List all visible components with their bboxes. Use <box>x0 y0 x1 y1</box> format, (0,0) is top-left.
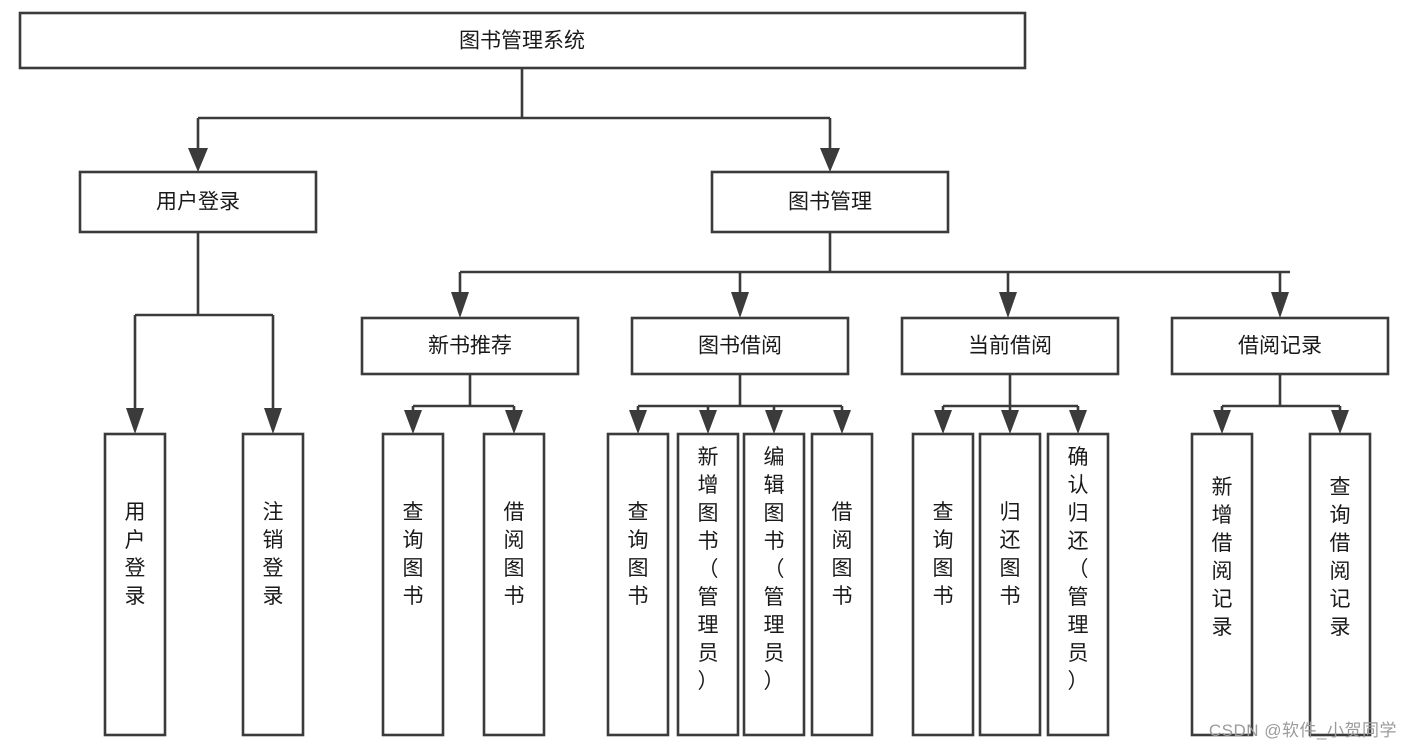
node-leaf-user-logout[interactable]: 注销登录 <box>241 432 305 737</box>
node-leaf-borrow-book-2-label: 借阅图书 <box>832 501 853 608</box>
node-leaf-user-login[interactable]: 用户登录 <box>103 432 167 737</box>
connector-book-manage-to-level3 <box>451 232 1290 318</box>
node-leaf-query-book-1-box[interactable] <box>381 432 445 737</box>
node-leaf-borrow-book-1-label: 借阅图书 <box>504 501 525 608</box>
node-book-manage-label: 图书管理 <box>788 191 872 214</box>
node-borrow-record-box[interactable] <box>1170 316 1390 376</box>
node-leaf-query-book-2[interactable]: 查询图书 <box>606 432 670 737</box>
node-user-login-label: 用户登录 <box>156 191 240 214</box>
arrow-head-leaf-query-book-3 <box>934 410 952 434</box>
node-leaf-confirm-return[interactable]: 确认归还（管理员） <box>1046 432 1110 737</box>
node-leaf-return-book[interactable]: 归还图书 <box>978 432 1042 737</box>
arrow-head-leaf-borrow-book-1 <box>505 410 523 434</box>
node-book-manage[interactable]: 图书管理 <box>710 170 950 234</box>
node-leaf-query-book-3-box[interactable] <box>911 432 975 737</box>
node-leaf-add-book-label: 新增图书（管理员） <box>698 446 719 693</box>
node-leaf-query-record[interactable]: 查询借阅记录 <box>1308 432 1372 737</box>
node-leaf-query-record-label: 查询借阅记录 <box>1330 476 1351 639</box>
node-leaf-edit-book-label: 编辑图书（管理员） <box>764 446 785 693</box>
node-current-borrow-box[interactable] <box>900 316 1120 376</box>
node-user-login-box[interactable] <box>78 170 318 234</box>
connector-new-book-recommend-to-leaves <box>404 374 523 434</box>
arrow-head-leaf-query-record <box>1331 410 1349 434</box>
node-new-book-recommend-box[interactable] <box>360 316 580 376</box>
node-leaf-query-book-2-box[interactable] <box>606 432 670 737</box>
node-leaf-edit-book[interactable]: 编辑图书（管理员） <box>742 432 806 737</box>
arrow-head-leaf-add-book <box>699 410 717 434</box>
node-leaf-confirm-return-box[interactable] <box>1046 432 1110 737</box>
node-borrow-record[interactable]: 借阅记录 <box>1170 316 1390 376</box>
node-leaf-borrow-book-1-box[interactable] <box>482 432 546 737</box>
csdn-watermark: CSDN @软件_小贺同学 <box>1208 721 1397 740</box>
node-leaf-add-record-box[interactable] <box>1190 432 1254 737</box>
node-leaf-add-record[interactable]: 新增借阅记录 <box>1190 432 1254 737</box>
node-borrow-record-label: 借阅记录 <box>1238 335 1322 358</box>
arrow-head-leaf-edit-book <box>765 410 783 434</box>
node-current-borrow[interactable]: 当前借阅 <box>900 316 1120 376</box>
connector-current-borrow-to-leaves <box>934 374 1087 434</box>
node-leaf-add-book[interactable]: 新增图书（管理员） <box>676 432 740 737</box>
node-leaf-confirm-return-label: 确认归还（管理员） <box>1068 446 1089 693</box>
node-current-borrow-label: 当前借阅 <box>968 335 1052 358</box>
node-leaf-return-book-box[interactable] <box>978 432 1042 737</box>
node-book-borrow[interactable]: 图书借阅 <box>630 316 850 376</box>
node-leaf-borrow-book-2-box[interactable] <box>810 432 874 737</box>
connector-book-borrow-to-leaves <box>629 374 851 434</box>
arrow-head-book-borrow <box>731 292 749 318</box>
node-leaf-query-book-3[interactable]: 查询图书 <box>911 432 975 737</box>
node-book-borrow-label: 图书借阅 <box>698 335 782 358</box>
node-leaf-user-login-label: 用户登录 <box>125 501 146 608</box>
arrow-head-leaf-query-book-1 <box>404 410 422 434</box>
node-leaf-edit-book-box[interactable] <box>742 432 806 737</box>
node-book-manage-box[interactable] <box>710 170 950 234</box>
node-root-box[interactable] <box>18 11 1027 70</box>
node-leaf-user-login-box[interactable] <box>103 432 167 737</box>
node-leaf-user-logout-label: 注销登录 <box>263 501 284 608</box>
node-new-book-recommend-label: 新书推荐 <box>428 335 512 358</box>
connector-user-login-to-leaves <box>126 232 282 434</box>
arrow-head-borrow-record <box>1271 292 1289 318</box>
node-leaf-query-book-3-label: 查询图书 <box>933 501 954 608</box>
node-leaf-borrow-book-2[interactable]: 借阅图书 <box>810 432 874 737</box>
node-leaf-borrow-book-1[interactable]: 借阅图书 <box>482 432 546 737</box>
node-root[interactable]: 图书管理系统 <box>18 11 1027 70</box>
arrow-head-leaf-borrow-book-2 <box>833 410 851 434</box>
arrow-head-leaf-user-logout <box>264 408 282 434</box>
node-leaf-add-book-box[interactable] <box>676 432 740 737</box>
node-leaf-query-book-1-label: 查询图书 <box>403 501 424 608</box>
node-leaf-query-record-box[interactable] <box>1308 432 1372 737</box>
connector-root-to-level2 <box>188 68 840 172</box>
node-root-label: 图书管理系统 <box>459 30 585 53</box>
node-leaf-query-book-1[interactable]: 查询图书 <box>381 432 445 737</box>
node-leaf-add-record-label: 新增借阅记录 <box>1212 476 1233 639</box>
arrow-head-user-login <box>188 148 208 172</box>
node-leaf-return-book-label: 归还图书 <box>1000 501 1021 608</box>
arrow-head-leaf-query-book-2 <box>629 410 647 434</box>
arrow-head-leaf-confirm-return <box>1069 410 1087 434</box>
node-new-book-recommend[interactable]: 新书推荐 <box>360 316 580 376</box>
connector-borrow-record-to-leaves <box>1213 374 1349 434</box>
arrow-head-leaf-user-login <box>126 408 144 434</box>
node-leaf-query-book-2-label: 查询图书 <box>628 501 649 608</box>
arrow-head-new-book-recommend <box>451 292 469 318</box>
arrow-head-book-manage <box>820 148 840 172</box>
node-user-login[interactable]: 用户登录 <box>78 170 318 234</box>
arrow-head-current-borrow <box>999 292 1017 318</box>
arrow-head-leaf-return-book <box>1001 410 1019 434</box>
node-leaf-user-logout-box[interactable] <box>241 432 305 737</box>
node-book-borrow-box[interactable] <box>630 316 850 376</box>
arrow-head-leaf-add-record <box>1213 410 1231 434</box>
